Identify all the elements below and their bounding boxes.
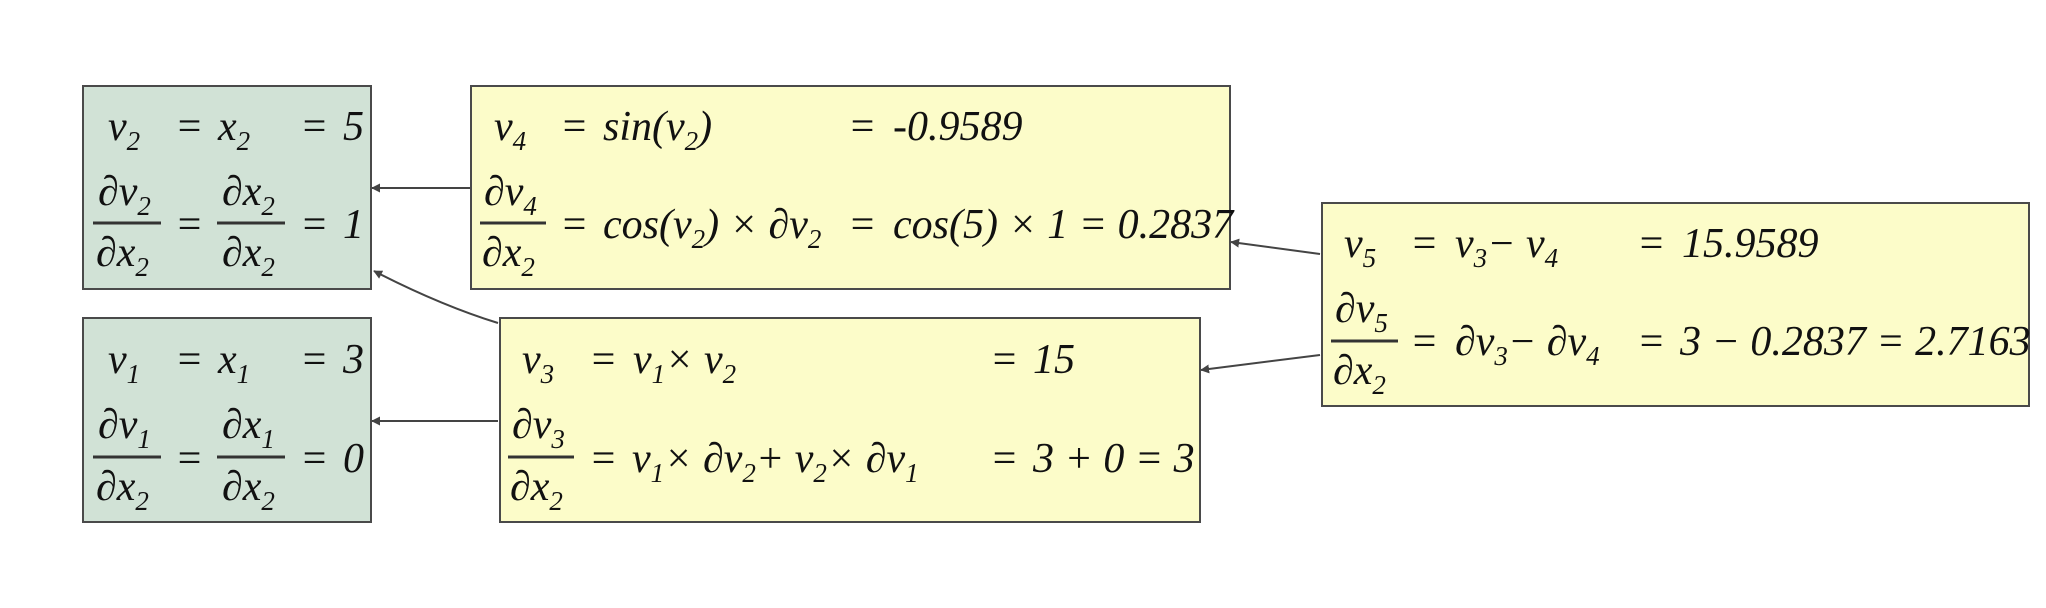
svg-text:∂x2: ∂x2 <box>222 230 275 282</box>
node-v5: v5 = v3− v4 = 15.9589 ∂v5 ∂x2 = ∂v3− ∂v4… <box>1321 202 2031 407</box>
svg-text:=: = <box>990 436 1018 482</box>
node-v2-value-row: v2 = x2 = 5 <box>108 104 364 160</box>
node-v5-value-row: v5 = v3− v4 = 15.9589 <box>1344 221 1819 277</box>
svg-text:=: = <box>300 436 328 482</box>
node-v3-deriv-row: ∂v3 ∂x2 = v1× ∂v2+ v2× ∂v1 = 3 + 0 = 3 <box>508 402 1195 516</box>
svg-text:cos(v2) × ∂v2: cos(v2) × ∂v2 <box>603 202 821 254</box>
svg-text:cos(5) × 1 = 0.2837: cos(5) × 1 = 0.2837 <box>893 202 1235 248</box>
node-v3-box <box>499 317 1201 523</box>
svg-text:∂v3: ∂v3 <box>512 402 565 454</box>
node-v5-deriv-row: ∂v5 ∂x2 = ∂v3− ∂v4 = 3 − 0.2837 = 2.7163 <box>1331 286 2031 400</box>
edge-v5-to-v3 <box>1200 354 1321 374</box>
node-v3-value-row: v3 = v1× v2 = 15 <box>522 337 1075 393</box>
svg-text:∂x2: ∂x2 <box>222 169 275 221</box>
svg-text:∂x2: ∂x2 <box>222 464 275 516</box>
svg-text:∂x1: ∂x1 <box>222 402 275 454</box>
node-v2: v2 = x2 = 5 ∂v2 ∂x2 = ∂x2 ∂x2 = 1 <box>82 85 372 290</box>
svg-text:∂x2: ∂x2 <box>96 464 149 516</box>
svg-text:3 − 0.2837 = 2.7163: 3 − 0.2837 = 2.7163 <box>1679 319 2031 365</box>
node-v2-box <box>82 85 372 290</box>
svg-text:=: = <box>560 202 588 248</box>
svg-text:∂v2: ∂v2 <box>98 169 151 221</box>
svg-text:=: = <box>1410 319 1438 365</box>
node-v4-value-row: v4 = sin(v2) = -0.9589 <box>494 104 1023 160</box>
svg-text:=: = <box>589 436 617 482</box>
node-v4-box <box>470 85 1231 290</box>
svg-text:=: = <box>175 436 203 482</box>
node-v4-deriv-row: ∂v4 ∂x2 = cos(v2) × ∂v2 = cos(5) × 1 = 0… <box>480 169 1235 282</box>
svg-text:=: = <box>175 202 203 248</box>
node-v5-box <box>1321 202 2030 407</box>
node-v2-deriv-row: ∂v2 ∂x2 = ∂x2 ∂x2 = 1 <box>93 169 364 282</box>
svg-text:v1× ∂v2+ v2× ∂v1: v1× ∂v2+ v2× ∂v1 <box>632 436 919 488</box>
svg-text:∂v3− ∂v4: ∂v3− ∂v4 <box>1455 319 1600 371</box>
node-v4: v4 = sin(v2) = -0.9589 ∂v4 ∂x2 = cos(v2)… <box>470 85 1235 290</box>
svg-text:∂x2: ∂x2 <box>96 230 149 282</box>
edge-v5-to-v4 <box>1230 238 1321 255</box>
node-v1-deriv-row: ∂v1 ∂x2 = ∂x1 ∂x2 = 0 <box>93 402 364 516</box>
svg-text:∂x2: ∂x2 <box>1333 348 1386 400</box>
svg-text:1: 1 <box>343 202 364 248</box>
node-v1-value-row: v1 = x1 = 3 <box>108 337 364 393</box>
node-v1: v1 = x1 = 3 ∂v1 ∂x2 = ∂x1 ∂x2 = 0 <box>82 317 372 523</box>
svg-text:∂v1: ∂v1 <box>98 402 151 454</box>
svg-text:∂x2: ∂x2 <box>510 464 563 516</box>
svg-text:∂v5: ∂v5 <box>1335 286 1388 338</box>
svg-text:=: = <box>300 202 328 248</box>
svg-text:=: = <box>1637 319 1665 365</box>
node-v1-box <box>82 317 372 523</box>
svg-text:∂v4: ∂v4 <box>484 169 537 221</box>
svg-text:=: = <box>848 202 876 248</box>
node-v3: v3 = v1× v2 = 15 ∂v3 ∂x2 = v1× ∂v2+ v2× … <box>499 317 1201 523</box>
svg-text:3 + 0 = 3: 3 + 0 = 3 <box>1032 436 1195 482</box>
svg-text:0: 0 <box>343 436 364 482</box>
edge-v3-to-v2 <box>373 270 499 324</box>
svg-text:∂x2: ∂x2 <box>482 230 535 282</box>
